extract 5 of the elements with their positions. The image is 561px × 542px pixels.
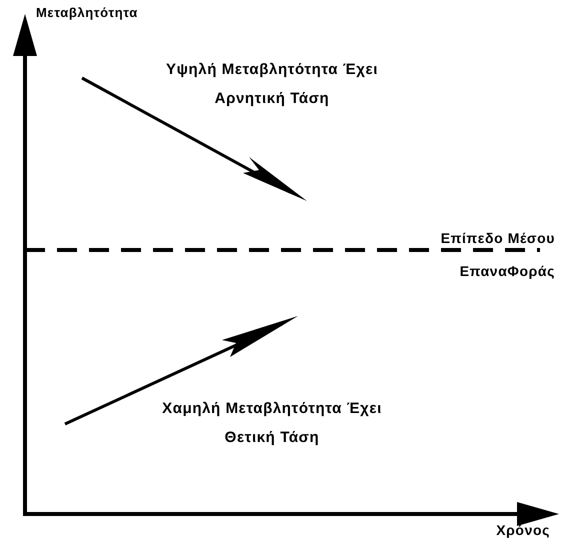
axis-title: Χρόνος [495, 521, 550, 539]
trend-note: Χαμηλή Μεταβλητότητα Έχει Θετική Τάση [161, 399, 383, 448]
level-label: Επίπεδο Μέσου ΕπαναΦοράς [440, 229, 555, 281]
trend-note: Υψηλή Μεταβλητότητα Έχει Αρνητική Τάση [165, 60, 379, 109]
axis-title: Μεταβλητότητα [36, 4, 139, 22]
